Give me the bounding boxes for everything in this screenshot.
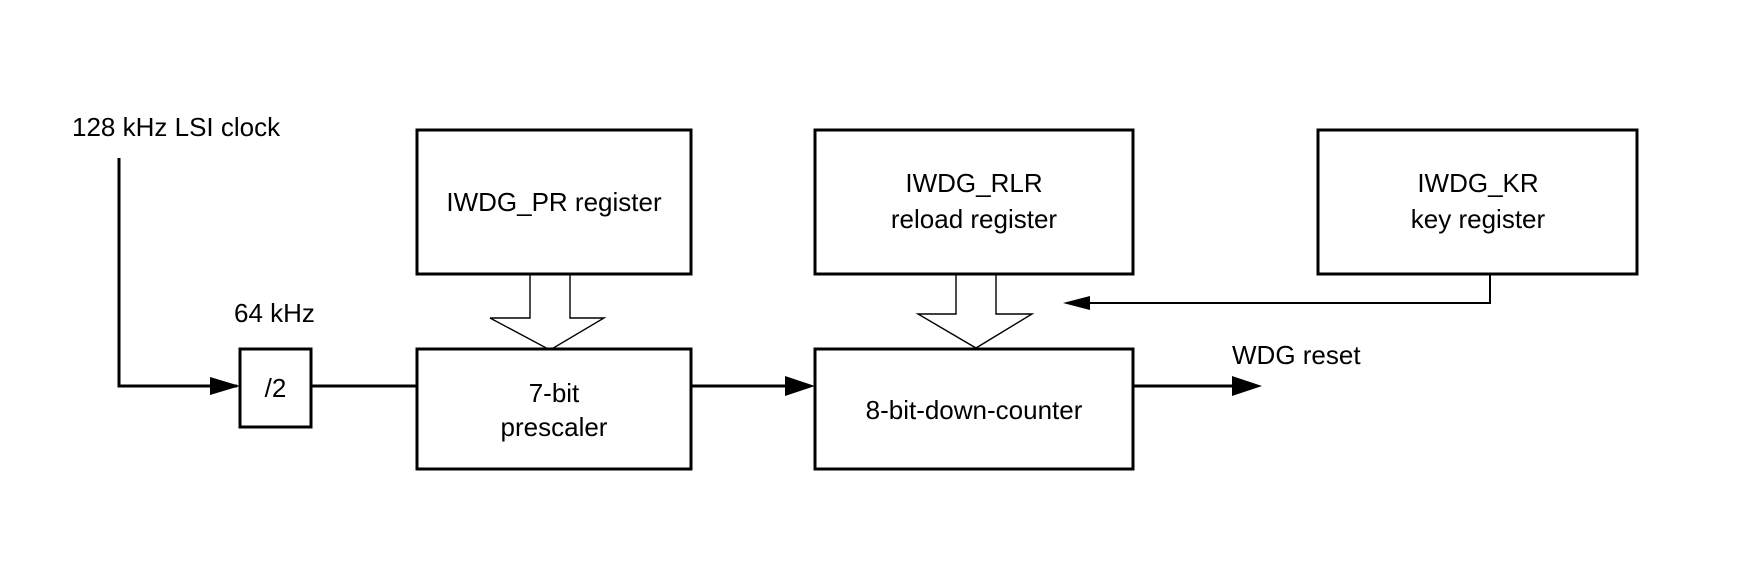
prescaler-block — [415, 347, 693, 471]
prescaler-label-line1: 7-bit — [529, 378, 580, 408]
hollow-arrow-rlr-to-counter — [915, 273, 1035, 349]
prescaler-label-line2: prescaler — [501, 412, 608, 442]
arrow-kr-to-counter — [1063, 296, 1090, 310]
kr-to-counter-line — [1085, 274, 1491, 304]
pr-register-label: IWDG_PR register — [446, 187, 662, 217]
kr-register-label-line1: IWDG_KR — [1417, 168, 1538, 198]
wdg-reset-label: WDG reset — [1232, 340, 1361, 370]
rlr-register-label-line1: IWDG_RLR — [905, 168, 1042, 198]
lsi-clock-line — [117, 158, 237, 388]
kr-register-block — [1316, 128, 1639, 276]
arrow-wdg-reset — [1232, 376, 1262, 396]
down-counter-block — [813, 347, 1135, 471]
rlr-register-label-line2: reload register — [891, 204, 1058, 234]
hollow-arrow-pr-to-prescaler — [489, 273, 607, 351]
divider-block — [238, 347, 313, 429]
freq-64khz-label: 64 kHz — [234, 298, 315, 328]
divider-label: /2 — [265, 373, 287, 403]
arrow-into-counter — [785, 376, 815, 396]
pr-register-block — [415, 128, 693, 276]
rlr-register-block — [813, 128, 1135, 276]
arrow-into-divider — [210, 377, 240, 395]
lsi-clock-label: 128 kHz LSI clock — [72, 112, 281, 142]
kr-register-label-line2: key register — [1411, 204, 1546, 234]
down-counter-label: 8-bit-down-counter — [866, 395, 1083, 425]
